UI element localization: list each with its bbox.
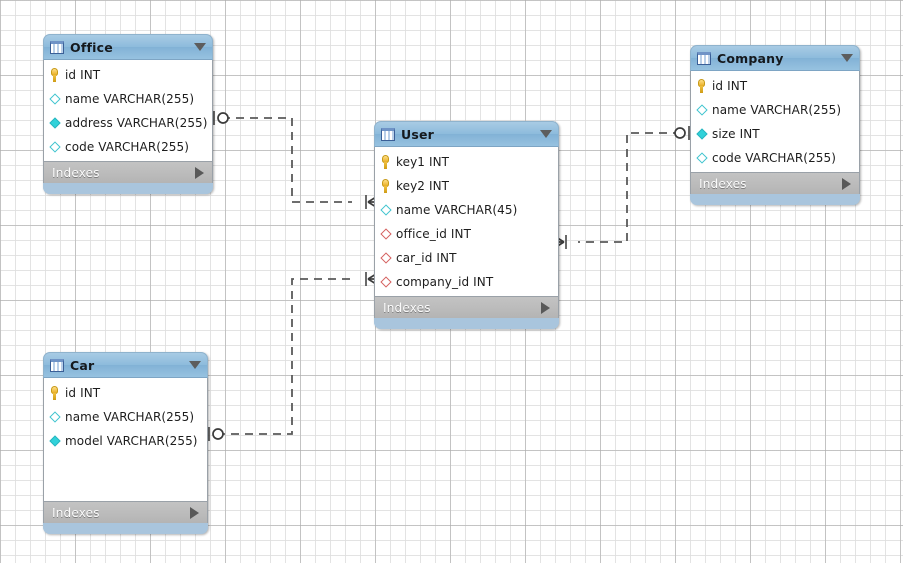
table-company[interactable]: Company id INT name VARCHAR(255) size INT co… — [690, 45, 860, 205]
column-label: name VARCHAR(255) — [65, 92, 195, 106]
table-title: Office — [70, 39, 113, 55]
foreign-key-icon — [380, 251, 393, 265]
column-row[interactable]: model VARCHAR(255) — [44, 429, 207, 453]
column-label: address VARCHAR(255) — [65, 116, 208, 130]
table-car[interactable]: Car id INT name VARCHAR(255) model VARCHAR(… — [43, 352, 208, 534]
foreign-key-icon — [380, 227, 393, 241]
column-icon — [49, 140, 62, 154]
column-row[interactable]: name VARCHAR(255) — [691, 98, 859, 122]
indexes-bar-company[interactable]: Indexes — [690, 172, 860, 194]
column-row[interactable]: id INT — [691, 74, 859, 98]
indexes-bar-user[interactable]: Indexes — [374, 296, 559, 318]
relationship-car-user[interactable] — [208, 270, 382, 442]
column-label: id INT — [65, 386, 101, 400]
table-icon — [50, 358, 64, 372]
relationship-company-user[interactable] — [550, 125, 690, 251]
column-row[interactable]: code VARCHAR(255) — [691, 146, 859, 170]
primary-key-icon — [49, 385, 62, 401]
table-icon — [50, 40, 64, 54]
table-columns-company: id INT name VARCHAR(255) size INT code VARC… — [690, 71, 860, 172]
column-row[interactable]: key2 INT — [375, 174, 558, 198]
column-label: name VARCHAR(255) — [712, 103, 842, 117]
column-row[interactable]: id INT — [44, 381, 207, 405]
column-icon — [380, 203, 393, 217]
column-row[interactable]: car_id INT — [375, 246, 558, 270]
expand-arrow-icon[interactable] — [195, 166, 204, 179]
column-notnull-icon — [49, 116, 62, 130]
column-notnull-icon — [49, 434, 62, 448]
primary-key-icon — [380, 178, 393, 194]
column-label: code VARCHAR(255) — [65, 140, 190, 154]
relationship-office-user[interactable] — [213, 110, 382, 211]
column-row[interactable]: size INT — [691, 122, 859, 146]
column-icon — [696, 103, 709, 117]
collapse-caret-icon[interactable] — [841, 54, 853, 62]
column-label: name VARCHAR(45) — [396, 203, 518, 217]
table-office[interactable]: Office id INT name VARCHAR(255) address VAR… — [43, 34, 213, 194]
column-row[interactable]: key1 INT — [375, 150, 558, 174]
table-footer — [43, 523, 208, 534]
table-columns-car: id INT name VARCHAR(255) model VARCHAR(255… — [43, 378, 208, 501]
column-row[interactable]: code VARCHAR(255) — [44, 135, 212, 159]
indexes-label: Indexes — [52, 505, 100, 520]
table-footer — [690, 194, 860, 205]
expand-arrow-icon[interactable] — [541, 301, 550, 314]
expand-arrow-icon[interactable] — [190, 506, 199, 519]
indexes-label: Indexes — [383, 300, 431, 315]
table-header-user[interactable]: User — [374, 121, 559, 147]
indexes-bar-office[interactable]: Indexes — [43, 161, 213, 183]
table-title: Car — [70, 357, 95, 373]
indexes-bar-car[interactable]: Indexes — [43, 501, 208, 523]
column-row[interactable]: name VARCHAR(255) — [44, 405, 207, 429]
table-columns-user: key1 INT key2 INT name VARCHAR(45) office_i… — [374, 147, 559, 296]
table-header-office[interactable]: Office — [43, 34, 213, 60]
table-title: Company — [717, 50, 784, 66]
table-icon — [697, 51, 711, 65]
column-icon — [49, 92, 62, 106]
column-row[interactable]: address VARCHAR(255) — [44, 111, 212, 135]
foreign-key-icon — [380, 275, 393, 289]
column-label: company_id INT — [396, 275, 494, 289]
table-header-car[interactable]: Car — [43, 352, 208, 378]
column-label: name VARCHAR(255) — [65, 410, 195, 424]
column-label: size INT — [712, 127, 760, 141]
column-icon — [696, 151, 709, 165]
collapse-caret-icon[interactable] — [540, 130, 552, 138]
indexes-label: Indexes — [699, 176, 747, 191]
column-row[interactable]: name VARCHAR(255) — [44, 87, 212, 111]
column-label: office_id INT — [396, 227, 472, 241]
column-label: code VARCHAR(255) — [712, 151, 837, 165]
column-label: car_id INT — [396, 251, 457, 265]
column-row-empty — [44, 453, 207, 499]
column-label: model VARCHAR(255) — [65, 434, 198, 448]
column-row[interactable]: name VARCHAR(45) — [375, 198, 558, 222]
column-label: key1 INT — [396, 155, 450, 169]
table-user[interactable]: User key1 INT key2 INT name VARCHAR(45) offi… — [374, 121, 559, 329]
collapse-caret-icon[interactable] — [189, 361, 201, 369]
indexes-label: Indexes — [52, 165, 100, 180]
column-label: id INT — [65, 68, 101, 82]
expand-arrow-icon[interactable] — [842, 177, 851, 190]
table-footer — [43, 183, 213, 194]
column-notnull-icon — [696, 127, 709, 141]
table-icon — [381, 127, 395, 141]
table-header-company[interactable]: Company — [690, 45, 860, 71]
primary-key-icon — [696, 78, 709, 94]
primary-key-icon — [380, 154, 393, 170]
column-row[interactable]: office_id INT — [375, 222, 558, 246]
primary-key-icon — [49, 67, 62, 83]
table-columns-office: id INT name VARCHAR(255) address VARCHAR(2… — [43, 60, 213, 161]
column-row[interactable]: id INT — [44, 63, 212, 87]
column-label: key2 INT — [396, 179, 450, 193]
column-icon — [49, 410, 62, 424]
column-label: id INT — [712, 79, 748, 93]
collapse-caret-icon[interactable] — [194, 43, 206, 51]
column-row[interactable]: company_id INT — [375, 270, 558, 294]
table-footer — [374, 318, 559, 329]
table-title: User — [401, 126, 435, 142]
